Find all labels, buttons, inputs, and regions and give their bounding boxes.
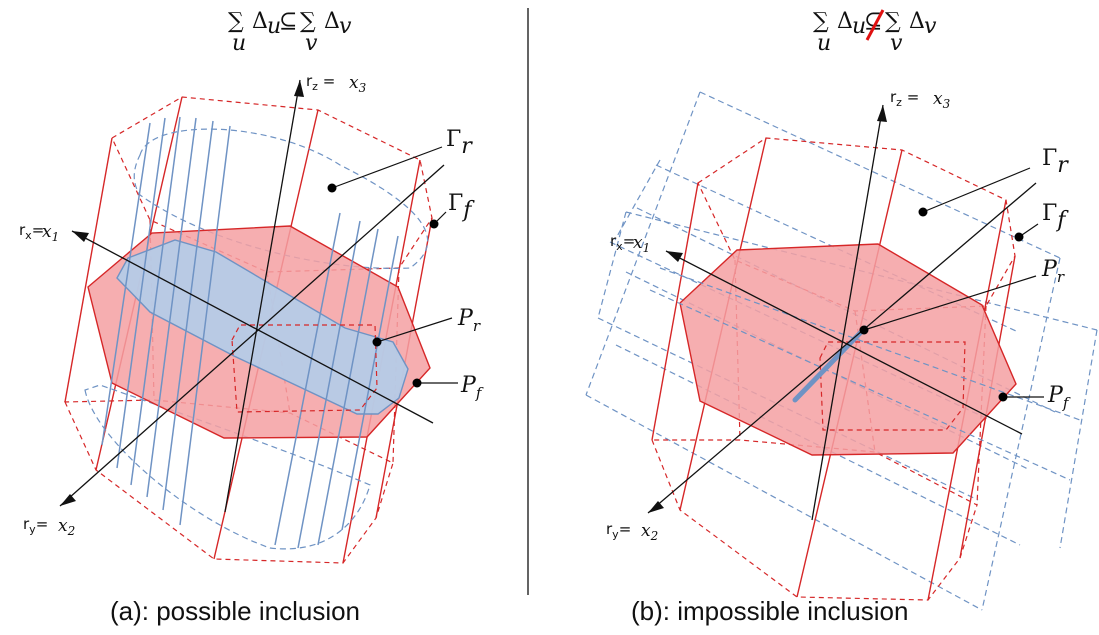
left-p-r-callout: Pr — [372, 306, 481, 347]
right-p-f-callout: Pf — [998, 383, 1071, 412]
right-x-axis — [665, 250, 1023, 435]
svg-text:Pr: Pr — [457, 306, 481, 335]
right-gamma-r-callout: Γr — [918, 146, 1069, 217]
svg-text:⊆: ⊆ — [279, 9, 297, 34]
svg-text:ry=: ry= — [23, 515, 48, 536]
right-p-f-segment — [792, 325, 868, 403]
svg-text:Γr: Γr — [1042, 146, 1069, 178]
svg-text:Γr: Γr — [446, 127, 473, 159]
left-p-f-callout: Pf — [412, 373, 484, 402]
left-gamma-f-top — [133, 128, 429, 269]
svg-text:x1: x1 — [42, 222, 59, 244]
svg-text:v: v — [305, 31, 318, 56]
svg-text:u: u — [817, 31, 831, 56]
left-z-axis-label: rz = x3 — [306, 72, 367, 95]
right-p-r-polygon — [679, 243, 1017, 456]
svg-text:v: v — [339, 14, 352, 39]
svg-text:x3: x3 — [349, 73, 367, 95]
right-gamma-f-callout: Γf — [1014, 201, 1069, 242]
svg-text:rx=: rx= — [610, 232, 635, 253]
left-gamma-f-callout: Γf — [429, 191, 475, 229]
svg-text:Γf: Γf — [448, 191, 475, 223]
svg-text:Δ: Δ — [324, 9, 340, 34]
right-z-axis-label: rz = x3 — [890, 88, 951, 111]
svg-text:v: v — [924, 14, 937, 39]
right-y-axis — [647, 182, 1037, 514]
left-gamma-r-callout: Γr — [327, 127, 473, 193]
right-caption: (b): impossible inclusion — [631, 596, 908, 626]
not-subset-slash — [865, 9, 885, 41]
left-z-axis — [224, 79, 301, 513]
svg-text:ry=: ry= — [606, 520, 631, 541]
svg-text:⊆: ⊆ — [864, 9, 882, 34]
left-x-axis-label: rx= x1 — [19, 221, 59, 244]
left-caption: (a): possible inclusion — [110, 596, 360, 626]
svg-text:Δ: Δ — [252, 9, 268, 34]
right-p-r-callout: Pr — [859, 257, 1065, 335]
right-z-axis — [811, 104, 884, 521]
svg-text:rz =: rz = — [306, 72, 335, 93]
right-p-r-inner — [819, 341, 966, 431]
svg-text:Δ: Δ — [909, 9, 925, 34]
right-y-axis-label: ry= x2 — [606, 520, 658, 543]
left-x-axis — [71, 230, 434, 424]
svg-text:Pf: Pf — [460, 373, 484, 402]
svg-text:rz =: rz = — [890, 88, 919, 109]
svg-text:∑: ∑ — [813, 9, 829, 34]
right-gamma-f-overlay — [649, 267, 1081, 481]
right-formula: ∑ u Δ u ⊆ ∑ v Δ v — [813, 9, 937, 56]
right-panel: ∑ u Δ u ⊆ ∑ v Δ v — [585, 9, 1098, 626]
svg-text:rx=: rx= — [19, 221, 44, 242]
svg-text:Pr: Pr — [1041, 257, 1065, 286]
right-axes — [647, 104, 1037, 521]
svg-text:u: u — [852, 14, 866, 39]
svg-text:Δ: Δ — [837, 9, 853, 34]
svg-text:Γf: Γf — [1042, 201, 1069, 233]
svg-text:x2: x2 — [58, 516, 75, 538]
left-gamma-f-generators — [101, 116, 399, 549]
svg-text:∑: ∑ — [300, 9, 316, 34]
left-y-axis — [59, 164, 445, 507]
svg-text:x1: x1 — [633, 233, 650, 255]
svg-text:u: u — [267, 14, 281, 39]
svg-text:x2: x2 — [641, 521, 658, 543]
left-y-axis-label: ry= x2 — [23, 515, 75, 538]
svg-text:u: u — [232, 31, 246, 56]
svg-text:v: v — [890, 31, 903, 56]
svg-text:x3: x3 — [933, 89, 951, 111]
svg-text:∑: ∑ — [228, 9, 244, 34]
left-axes — [59, 79, 445, 513]
svg-text:∑: ∑ — [885, 9, 901, 34]
svg-text:Pf: Pf — [1047, 383, 1071, 412]
left-formula: ∑ u Δ u ⊆ ∑ v Δ v — [228, 9, 352, 56]
right-x-axis-label: rx= x1 — [610, 232, 650, 255]
left-panel: ∑ u Δ u ⊆ ∑ v Δ v — [19, 9, 484, 626]
